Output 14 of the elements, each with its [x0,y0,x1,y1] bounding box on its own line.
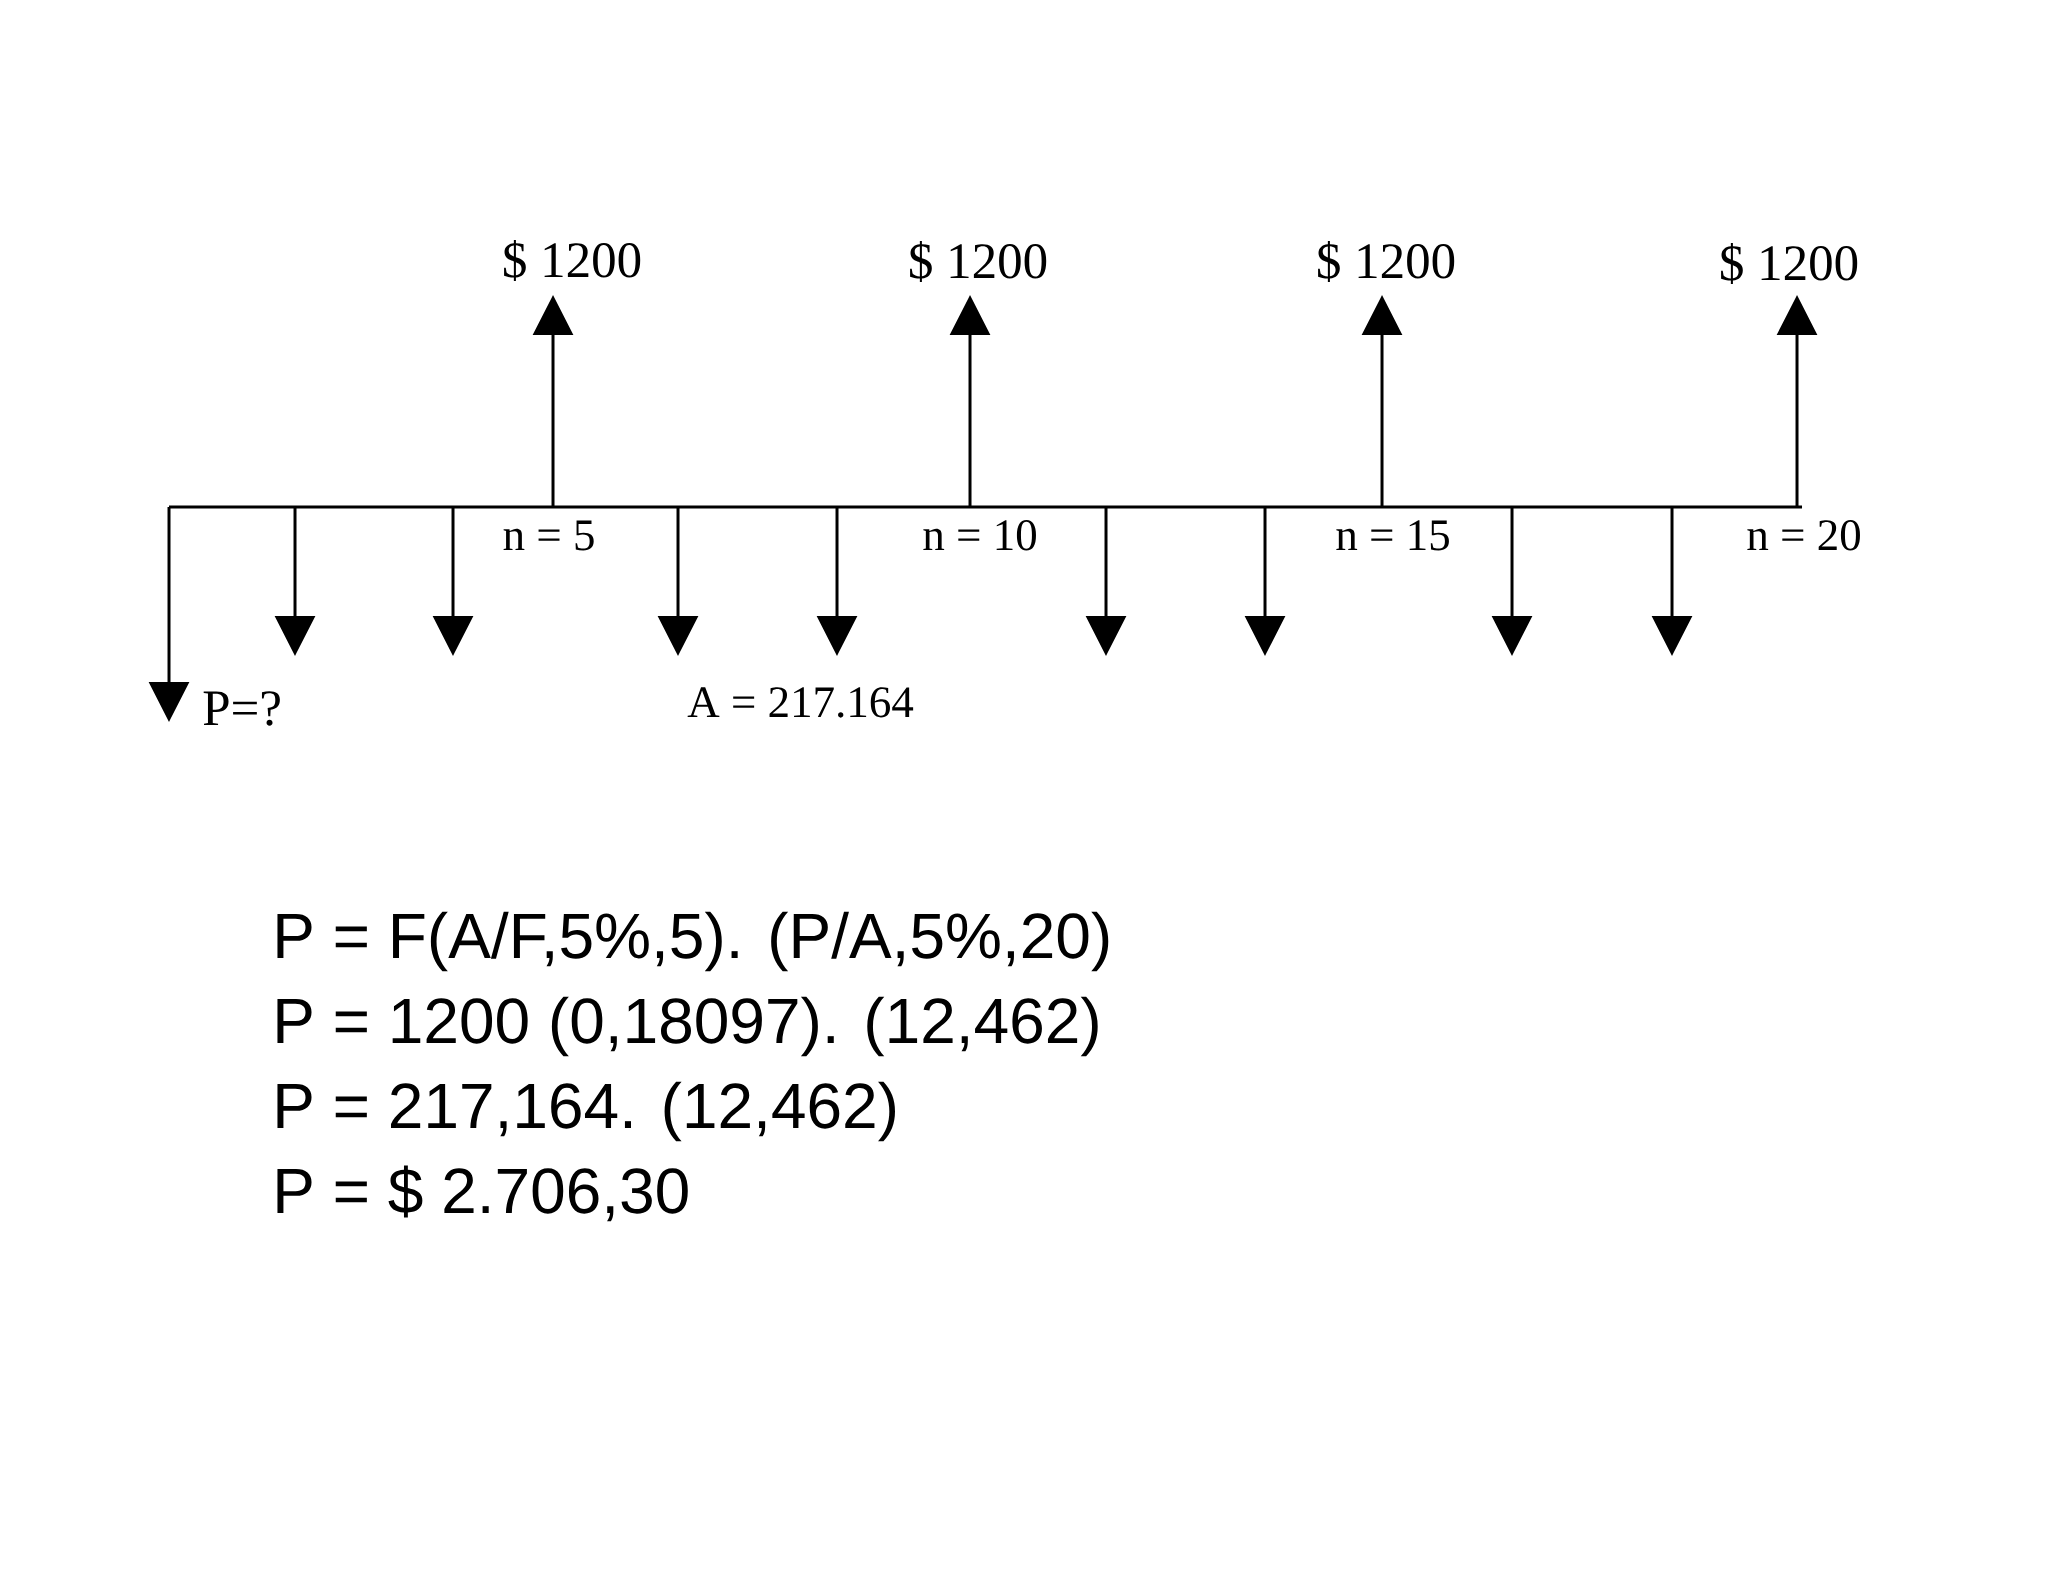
period-label: n = 15 [1336,520,1449,551]
period-label: n = 10 [923,520,1036,551]
period-label: n = 5 [503,520,594,551]
period-label: n = 20 [1747,520,1860,551]
annuity-label: A = 217.164 [687,687,914,718]
formula-line: P = 1200 (0,18097). (12,462) [277,996,1098,1057]
present-value-label: P=? [203,691,280,726]
amount-label: $ 1200 [910,241,1047,282]
formula-line: P = F(A/F,5%,5). (P/A,5%,20) [277,911,1109,972]
amount-label: $ 1200 [504,240,641,281]
amount-label: $ 1200 [1721,243,1858,284]
amount-label: $ 1200 [1318,241,1455,282]
formula-line: P = 217,164. (12,462) [277,1081,895,1142]
formula-line: P = $ 2.706,30 [277,1165,688,1222]
